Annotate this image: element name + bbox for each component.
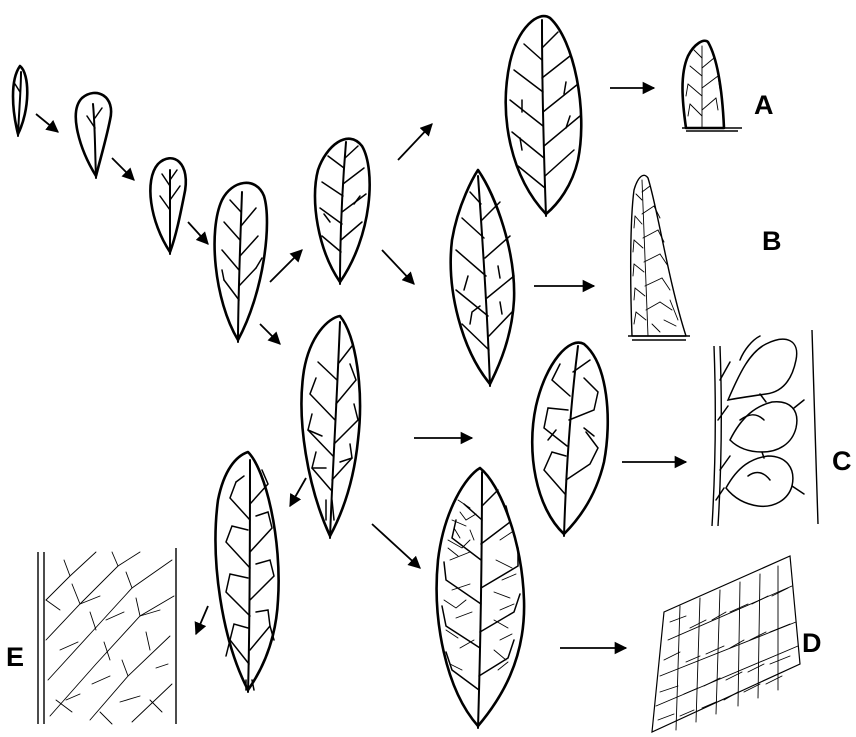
detail-c-areole-detail (712, 330, 818, 526)
panel-label-d: D (802, 628, 822, 658)
arrow-5-to-6 (398, 124, 432, 160)
leaf-stage-4 (215, 183, 267, 342)
leaf-stage-7-middle (451, 170, 514, 386)
arrow-3-to-4 (188, 222, 208, 244)
panel-label-b: B (762, 226, 782, 256)
leaf-stage-3 (150, 158, 185, 254)
detail-d-reticulate-network (652, 556, 800, 732)
detail-b-leaf-tip (628, 175, 690, 340)
detail-a-leaf-tip (682, 41, 742, 131)
leaf-stage-8-center (302, 316, 360, 538)
leaf-stage-11-dense (437, 468, 524, 728)
arrow-4-to-5 (270, 250, 302, 282)
arrow-10-to-e (196, 606, 208, 634)
leaf-stage-5 (315, 139, 370, 284)
arrow-5-to-7 (382, 250, 414, 284)
leaf-stage-1 (13, 66, 27, 136)
arrow-8-to-10 (290, 478, 306, 506)
panel-label-a: A (754, 90, 774, 120)
detail-e-vein-branching (38, 548, 176, 724)
arrow-1-to-2 (36, 114, 58, 132)
arrow-4-to-8 (260, 324, 280, 344)
panel-label-c: C (832, 446, 852, 476)
leaf-stage-10-lower-left (216, 452, 279, 692)
leaf-stage-2 (76, 93, 111, 178)
leaf-stage-6-top (506, 16, 581, 216)
arrow-8-to-11 (372, 524, 420, 568)
arrow-2-to-3 (112, 158, 134, 180)
panel-label-e: E (6, 642, 24, 672)
leaf-stage-9-oval (532, 343, 608, 536)
